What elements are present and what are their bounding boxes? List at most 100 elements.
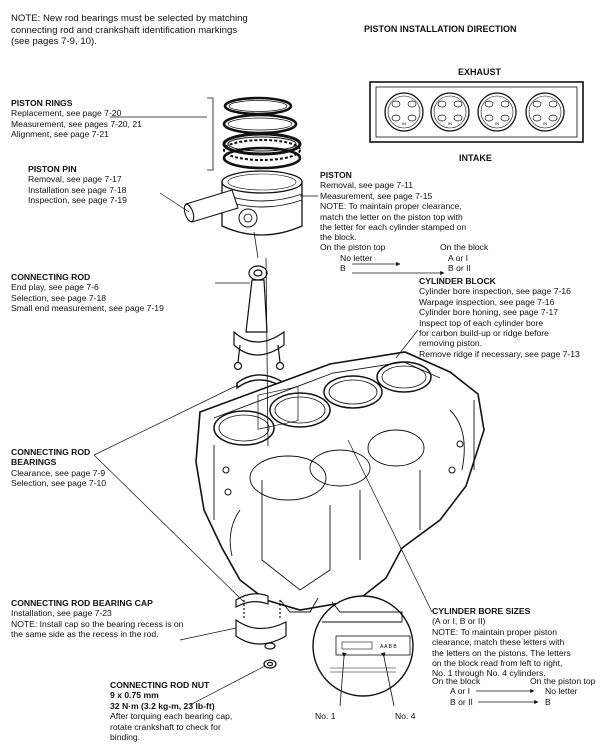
rod-bearings-title-2: BEARINGS — [11, 457, 57, 468]
piston-top-2 — [430, 92, 470, 132]
piston-rings-line-2: Measurement, see pages 7-20, 21 — [11, 118, 142, 129]
bore-row-1-left: A or I — [450, 686, 471, 696]
bearing-selection-note: NOTE: New rod bearings must be selected … — [11, 13, 248, 48]
bore-col-left-header: On the block — [432, 676, 481, 686]
note-line-3: (see pages 7-9, 10). — [11, 36, 97, 48]
piston-rings-drawing — [207, 96, 302, 171]
rod-bearings-line-1: Clearance, see page 7-9 — [11, 467, 106, 478]
piston-mark-4: IN — [543, 121, 547, 126]
connecting-rod-label: CONNECTING ROD End play, see page 7-6 Se… — [11, 272, 164, 314]
piston-pin-line-2: Installation see page 7-18 — [28, 184, 127, 195]
piston-col-left-header: On the piston top — [320, 242, 386, 252]
piston-title: PISTON — [320, 170, 352, 180]
bore-sizes-line-5: on the block read from left to right, — [432, 658, 563, 669]
connecting-rod-line-2: Selection, see page 7-18 — [11, 292, 107, 303]
piston-drawing — [221, 170, 303, 259]
cylinder-block-title: CYLINDER BLOCK — [419, 276, 496, 286]
bore-sizes-line-1: (A or I, B or II) — [432, 616, 486, 627]
leader-bearing-lower — [93, 454, 245, 603]
rod-nut-line-3: binding. — [110, 732, 141, 743]
leader-rod-nut — [189, 665, 266, 706]
bore-col-right-header: On the piston top — [530, 676, 596, 686]
piston-row-1-left: No letter — [340, 253, 373, 263]
bearing-cap-line-2: NOTE: Install cap so the bearing recess … — [11, 618, 184, 629]
leader-bore-sizes — [347, 439, 433, 613]
connecting-rod-drawing — [233, 265, 285, 371]
piston-label: PISTON Removal, see page 7-11 Measuremen… — [320, 170, 466, 243]
piston-row-1-right: A or I — [448, 253, 469, 263]
connecting-rod-title: CONNECTING ROD — [11, 272, 91, 282]
bore-stamp-text: A A B B — [380, 644, 397, 650]
cylinder-block-line-6: removing piston. — [419, 338, 483, 349]
leader-piston-pin — [159, 192, 190, 213]
rod-nut-line-1: After torquing each bearing cap, — [110, 711, 233, 722]
cylinder-block-drawing — [195, 351, 485, 613]
rod-nut-spec-2: 32 N·m (3.2 kg-m, 23 lb-ft) — [110, 700, 215, 711]
bearing-cap-line-3: the same side as the recess in the rod. — [11, 629, 159, 640]
rod-bearings-title-1: CONNECTING ROD — [11, 447, 91, 457]
piston-pin-line-3: Inspection, see page 7-19 — [28, 195, 127, 206]
note-line-2: connecting rod and crankshaft identifica… — [11, 24, 238, 36]
piston-line-5: the letter for each cylinder stamped on — [320, 222, 467, 233]
rod-nut-spec-1: 9 x 0.75 mm — [110, 690, 159, 701]
cylinder-block-label: CYLINDER BLOCK Cylinder bore inspection,… — [419, 276, 580, 359]
connecting-rod-line-3: Small end measurement, see page 7-19 — [11, 303, 164, 314]
intake-label: INTAKE — [459, 153, 492, 163]
exhaust-label: EXHAUST — [458, 67, 502, 77]
cylinder-no4-label: No. 4 — [395, 711, 416, 721]
piston-row-2-left: B — [340, 263, 346, 273]
rod-centerline — [265, 257, 269, 447]
piston-top-4 — [525, 92, 565, 132]
piston-mark-3: IN — [495, 121, 499, 126]
piston-rings-line-3: Alignment, see page 7-21 — [11, 129, 109, 140]
bearing-cap-title: CONNECTING ROD BEARING CAP — [11, 598, 153, 608]
bore-row-1-right: No letter — [545, 686, 578, 696]
piston-pin-drawing — [183, 189, 239, 223]
leader-bearing-cap — [179, 627, 237, 641]
leader-lines — [93, 116, 539, 706]
bearing-cap-line-1: Installation, see page 7-23 — [11, 608, 112, 619]
rod-bearings-label: CONNECTING ROD BEARINGS Clearance, see p… — [11, 447, 106, 489]
piston-rings-title: PISTON RINGS — [11, 98, 73, 108]
piston-col-right-header: On the block — [440, 242, 489, 252]
piston-mark-1: IN — [402, 121, 406, 126]
leader-bearing-upper — [93, 384, 239, 456]
rod-nut-line-2: rotate crankshaft to check for — [110, 721, 221, 732]
piston-row-2-right: B or II — [448, 263, 471, 273]
piston-rings-line-1: Replacement, see page 7-20 — [11, 108, 122, 119]
piston-line-3: NOTE: To maintain proper clearance, — [320, 201, 462, 212]
bore-row-2-right: B — [545, 697, 551, 707]
rod-nut-label: CONNECTING ROD NUT 9 x 0.75 mm 32 N·m (3… — [110, 680, 232, 742]
bore-sizes-line-6: No. 1 through No. 4 cylinders. — [432, 668, 546, 679]
piston-direction-diagram: IN IN IN IN — [369, 81, 584, 143]
cylinder-block-line-4: Inspect top of each cylinder bore — [419, 317, 544, 328]
rod-bearings-line-2: Selection, see page 7-10 — [11, 478, 107, 489]
piston-line-1: Removal, see page 7-11 — [320, 180, 413, 191]
piston-line-2: Measurement, see page 7-15 — [320, 190, 433, 201]
piston-top-3 — [477, 92, 517, 132]
cylinder-block-line-7: Remove ridge if necessary, see page 7-13 — [419, 348, 580, 359]
piston-pin-line-1: Removal, see page 7-17 — [28, 174, 122, 185]
bore-sizes-line-4: the letters on the pistons. The letters — [432, 647, 571, 658]
piston-direction-title: PISTON INSTALLATION DIRECTION — [364, 24, 517, 34]
piston-pin-label: PISTON PIN Removal, see page 7-17 Instal… — [28, 164, 127, 206]
piston-mark-2: IN — [448, 121, 452, 126]
bore-sizes-line-2: NOTE: To maintain proper piston — [432, 626, 557, 637]
rod-nut-title: CONNECTING ROD NUT — [110, 680, 210, 690]
bearing-cap-drawing — [235, 593, 287, 669]
piston-top-1 — [384, 92, 424, 132]
cylinder-no1-label: No. 1 — [315, 711, 336, 721]
piston-line-6: the block. — [320, 232, 357, 243]
note-line-1: NOTE: New rod bearings must be selected … — [11, 13, 248, 24]
bore-sizes-line-3: clearance, match these letters with — [432, 637, 565, 648]
leader-cylinder-block — [395, 329, 419, 359]
bore-sizes-title: CYLINDER BORE SIZES — [432, 606, 531, 616]
cylinder-block-line-5: for carbon build-up or ridge before — [419, 328, 549, 339]
bearing-cap-label: CONNECTING ROD BEARING CAP Installation,… — [11, 598, 183, 640]
connecting-rod-line-1: End play, see page 7-6 — [11, 282, 99, 293]
cylinder-block-line-2: Warpage inspection, see page 7-16 — [419, 296, 555, 307]
piston-rings-label: PISTON RINGS Replacement, see page 7-20 … — [11, 98, 142, 140]
bore-size-inset — [312, 595, 414, 707]
piston-line-4: match the letter on the piston top with — [320, 211, 463, 222]
